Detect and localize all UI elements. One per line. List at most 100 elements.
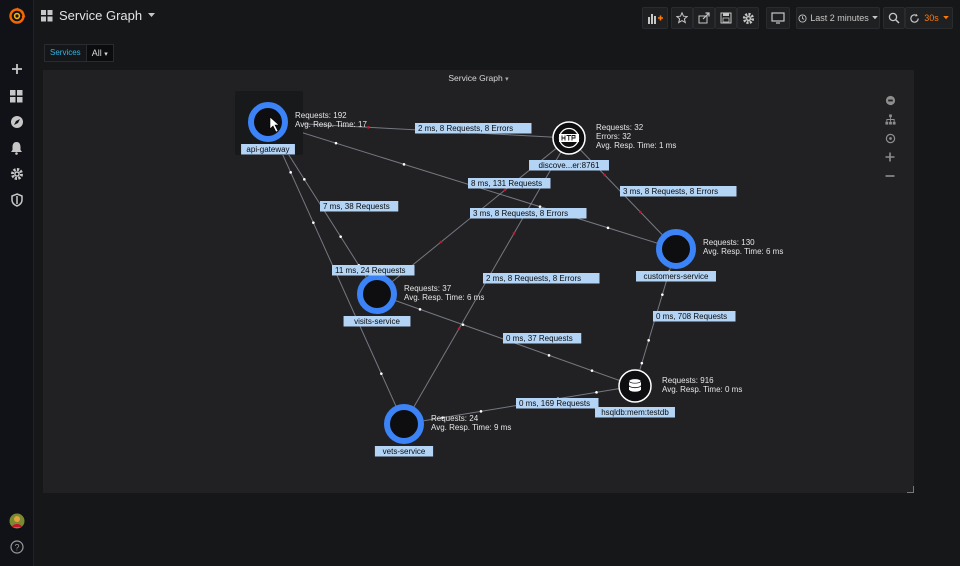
service-node-ring-icon <box>384 404 424 444</box>
dashboards-icon[interactable] <box>0 84 33 108</box>
edge-label-background <box>320 201 399 212</box>
dashboard-title: Service Graph <box>59 8 143 23</box>
node-stat: Avg. Resp. Time: 0 ms <box>662 385 742 394</box>
node-label: api-gateway <box>246 145 289 154</box>
variable-select-services[interactable]: All ▾ <box>86 44 114 62</box>
create-plus-icon[interactable] <box>0 57 33 81</box>
caret-down-icon <box>942 16 949 20</box>
sidebar: ? <box>0 0 34 566</box>
node-label-background <box>529 160 609 171</box>
dashboard-settings-button[interactable] <box>737 7 759 29</box>
node-label-background <box>636 271 716 282</box>
user-avatar[interactable] <box>0 509 33 533</box>
traffic-particle <box>289 171 292 174</box>
http-letters-icon <box>561 135 576 141</box>
edge-label-text: 0 ms, 37 Requests <box>506 334 573 343</box>
layout-hierarchy-icon[interactable] <box>881 111 899 127</box>
node-stat: Avg. Resp. Time: 1 ms <box>596 141 676 150</box>
save-dashboard-button[interactable] <box>715 7 737 29</box>
svg-text:?: ? <box>14 543 19 553</box>
grafana-logo-icon[interactable] <box>0 4 33 28</box>
node-label-background <box>374 446 434 457</box>
caret-down-icon <box>871 16 878 20</box>
edge-label: 0 ms, 37 Requests <box>503 333 582 344</box>
node-label: discove...er:8761 <box>539 161 600 170</box>
traffic-particle <box>312 221 315 224</box>
node-stat: Avg. Resp. Time: 17 <box>295 120 367 129</box>
traffic-particle <box>441 416 444 419</box>
edge-label-background <box>516 398 599 409</box>
edge-label: 8 ms, 131 Requests <box>468 178 551 189</box>
share-dashboard-button[interactable] <box>693 7 715 29</box>
traffic-particle <box>461 323 465 326</box>
caret-down-icon: ▾ <box>505 76 509 83</box>
edge-label: 11 ms, 24 Requests <box>332 265 415 276</box>
traffic-particle <box>334 141 338 145</box>
traffic-particle <box>606 226 610 230</box>
traffic-particle <box>339 235 342 238</box>
panel-title-menu[interactable]: Service Graph ▾ <box>43 73 914 83</box>
explore-compass-icon[interactable] <box>0 110 33 134</box>
traffic-particle <box>479 410 483 413</box>
gear-icon <box>742 12 754 24</box>
edge-label-text: 11 ms, 24 Requests <box>335 266 406 275</box>
edge-label: 0 ms, 708 Requests <box>653 311 736 322</box>
zoom-out-time-button[interactable] <box>883 7 905 29</box>
node-stat: Requests: 130 <box>703 238 755 247</box>
time-range-picker[interactable]: Last 2 minutes <box>796 7 880 29</box>
fit-center-icon[interactable] <box>881 130 899 146</box>
edge-label-text: 3 ms, 8 Requests, 8 Errors <box>473 209 568 218</box>
panel-resize-handle[interactable] <box>907 486 914 493</box>
caret-down-icon <box>148 13 156 17</box>
traffic-particle <box>418 308 422 311</box>
node-label-background <box>595 407 675 418</box>
zoom-in-icon[interactable] <box>881 149 899 165</box>
edge-label-text: 2 ms, 8 Requests, 8 Errors <box>486 274 581 283</box>
edge-label-background <box>620 186 737 197</box>
refresh-icon <box>910 13 919 23</box>
server-admin-shield-icon[interactable] <box>0 188 33 212</box>
edges-layer <box>267 121 677 425</box>
edge-label-background <box>332 265 415 276</box>
configuration-gear-icon[interactable] <box>0 162 33 186</box>
monitor-icon <box>771 12 785 24</box>
edge-label-text: 7 ms, 38 Requests <box>323 202 390 211</box>
help-icon[interactable]: ? <box>0 535 33 559</box>
edge-label-background <box>483 273 600 284</box>
node-stat: Errors: 32 <box>596 132 632 141</box>
add-panel-icon <box>648 14 663 24</box>
edge-label: 7 ms, 38 Requests <box>320 201 399 212</box>
edge-label: 2 ms, 8 Requests, 8 Errors <box>483 273 600 284</box>
alerting-bell-icon[interactable] <box>0 136 33 160</box>
refresh-interval: 30s <box>924 13 939 23</box>
node-stat: Avg. Resp. Time: 9 ms <box>431 423 511 432</box>
node-label-background <box>241 144 295 155</box>
edge-label-background <box>415 123 532 134</box>
star-dashboard-button[interactable] <box>671 7 693 29</box>
dashboard-title-picker[interactable]: Service Graph <box>41 8 156 23</box>
cycle-view-mode-button[interactable] <box>766 7 790 29</box>
panel-title: Service Graph <box>448 73 503 83</box>
node-stat: Avg. Resp. Time: 6 ms <box>404 293 484 302</box>
traffic-particle <box>512 232 516 235</box>
traffic-particle <box>661 293 664 296</box>
node-stat: Requests: 916 <box>662 376 714 385</box>
add-panel-button[interactable] <box>642 7 668 29</box>
node-label: visits-service <box>354 317 400 326</box>
traffic-particle <box>647 339 650 342</box>
traffic-particle <box>640 361 644 365</box>
traffic-particle <box>367 126 370 129</box>
service-node-ring-icon <box>248 102 288 142</box>
zoom-reset-icon[interactable] <box>881 92 899 108</box>
variable-value: All <box>91 48 102 58</box>
refresh-picker[interactable]: 30s <box>905 7 953 29</box>
zoom-out-icon[interactable] <box>881 168 899 184</box>
